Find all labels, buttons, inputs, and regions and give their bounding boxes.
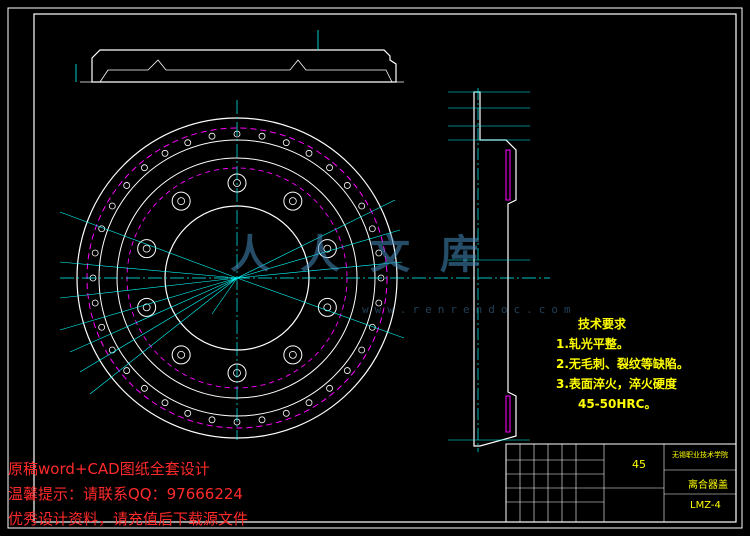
lug-pocket-hole (142, 244, 151, 253)
lug-pocket (171, 191, 191, 211)
flange-hole (375, 249, 383, 257)
section-hatch (505, 149, 511, 433)
lug-pocket-hole (142, 303, 151, 312)
lug-pocket (283, 191, 303, 211)
flange-hole (123, 367, 131, 374)
flange-hole (326, 164, 333, 172)
dimension-leader (59, 211, 238, 279)
dimension-leader (236, 199, 396, 279)
flange-hole (305, 149, 313, 157)
lug-pocket-hole (288, 197, 297, 206)
flange-hole (161, 149, 169, 157)
flange-hole (141, 384, 148, 392)
flange-hole (358, 346, 366, 354)
lug-pocket (137, 239, 157, 259)
flange-hole (91, 299, 99, 307)
flange-hole (208, 132, 216, 140)
top-view-inner-line (99, 59, 393, 83)
outer-frame (7, 7, 743, 529)
title-block-value: 45 (632, 458, 646, 471)
lug-pocket-hole (323, 244, 332, 253)
flange-hole (184, 139, 192, 147)
flange-hole (108, 202, 116, 210)
flange-hole (282, 409, 290, 417)
tech-req-item-4: 45-50HRC。 (578, 397, 657, 411)
watermark-url: www.renrendoc.com (362, 303, 577, 316)
tech-req-title: 技术要求 (578, 317, 627, 331)
dimension-leader (236, 261, 403, 279)
tech-req-item-2: 2.无毛刺、裂纹等缺陷。 (556, 357, 689, 371)
tech-req-item-1: 1.轧光平整。 (556, 337, 629, 351)
lug-pocket (317, 297, 337, 317)
lug-pocket (283, 345, 303, 365)
dimension-leader (59, 277, 238, 299)
top-view-outline (91, 49, 397, 83)
flange-hole (343, 367, 351, 374)
flange-hole (375, 299, 383, 307)
inner-frame (33, 13, 737, 523)
flange-hole (123, 182, 131, 189)
dimension-leader (79, 277, 238, 373)
flange-hole (358, 202, 366, 210)
lug-pocket (137, 297, 157, 317)
flange-hole (184, 409, 192, 417)
flange-hole (161, 399, 169, 407)
dimension-leader (236, 277, 405, 339)
dimension-leader (69, 277, 238, 353)
flange-hole (108, 346, 116, 354)
promo-line-1: 原稿word+CAD图纸全套设计 (8, 460, 210, 478)
promo-line-2: 温馨提示：请联系QQ：97666224 (8, 485, 243, 503)
lug-pocket-hole (177, 197, 186, 206)
dimension-leader (59, 261, 238, 279)
promo-line-3: 优秀设计资料，请充值后下载源文件 (8, 510, 249, 528)
dimension-leader (236, 229, 401, 279)
flange-hole (343, 182, 351, 189)
watermark-text: 人人文库 (230, 231, 510, 278)
flange-hole (326, 384, 333, 392)
flange-hole (141, 164, 148, 172)
lug-pocket-hole (288, 350, 297, 359)
lug-pocket (171, 345, 191, 365)
flange-hole (368, 323, 376, 331)
flange-hole (258, 416, 266, 424)
tech-req-item-3: 3.表面淬火，淬火硬度 (556, 377, 677, 391)
title-block (505, 443, 737, 523)
flange-hole (208, 416, 216, 424)
flange-hole (305, 399, 313, 407)
flange-hole (91, 249, 99, 257)
flange-hole (282, 139, 290, 147)
technical-requirements: 技术要求 1.轧光平整。 2.无毛刺、裂纹等缺陷。 3.表面淬火，淬火硬度 45… (556, 314, 689, 414)
title-block-part-name: 离合器盖 (688, 480, 728, 491)
dimension-leader (211, 277, 238, 315)
dimension-leader (59, 277, 238, 331)
dimension-leader (89, 277, 238, 395)
lug-pocket-hole (323, 303, 332, 312)
lug-pocket-hole (177, 350, 186, 359)
title-block-school: 无锡职业技术学院 (672, 451, 728, 459)
flange-hole (368, 225, 376, 233)
title-block-drawing-no: LMZ-4 (690, 500, 721, 511)
flange-hole (258, 132, 266, 140)
flange-hole (98, 323, 106, 331)
